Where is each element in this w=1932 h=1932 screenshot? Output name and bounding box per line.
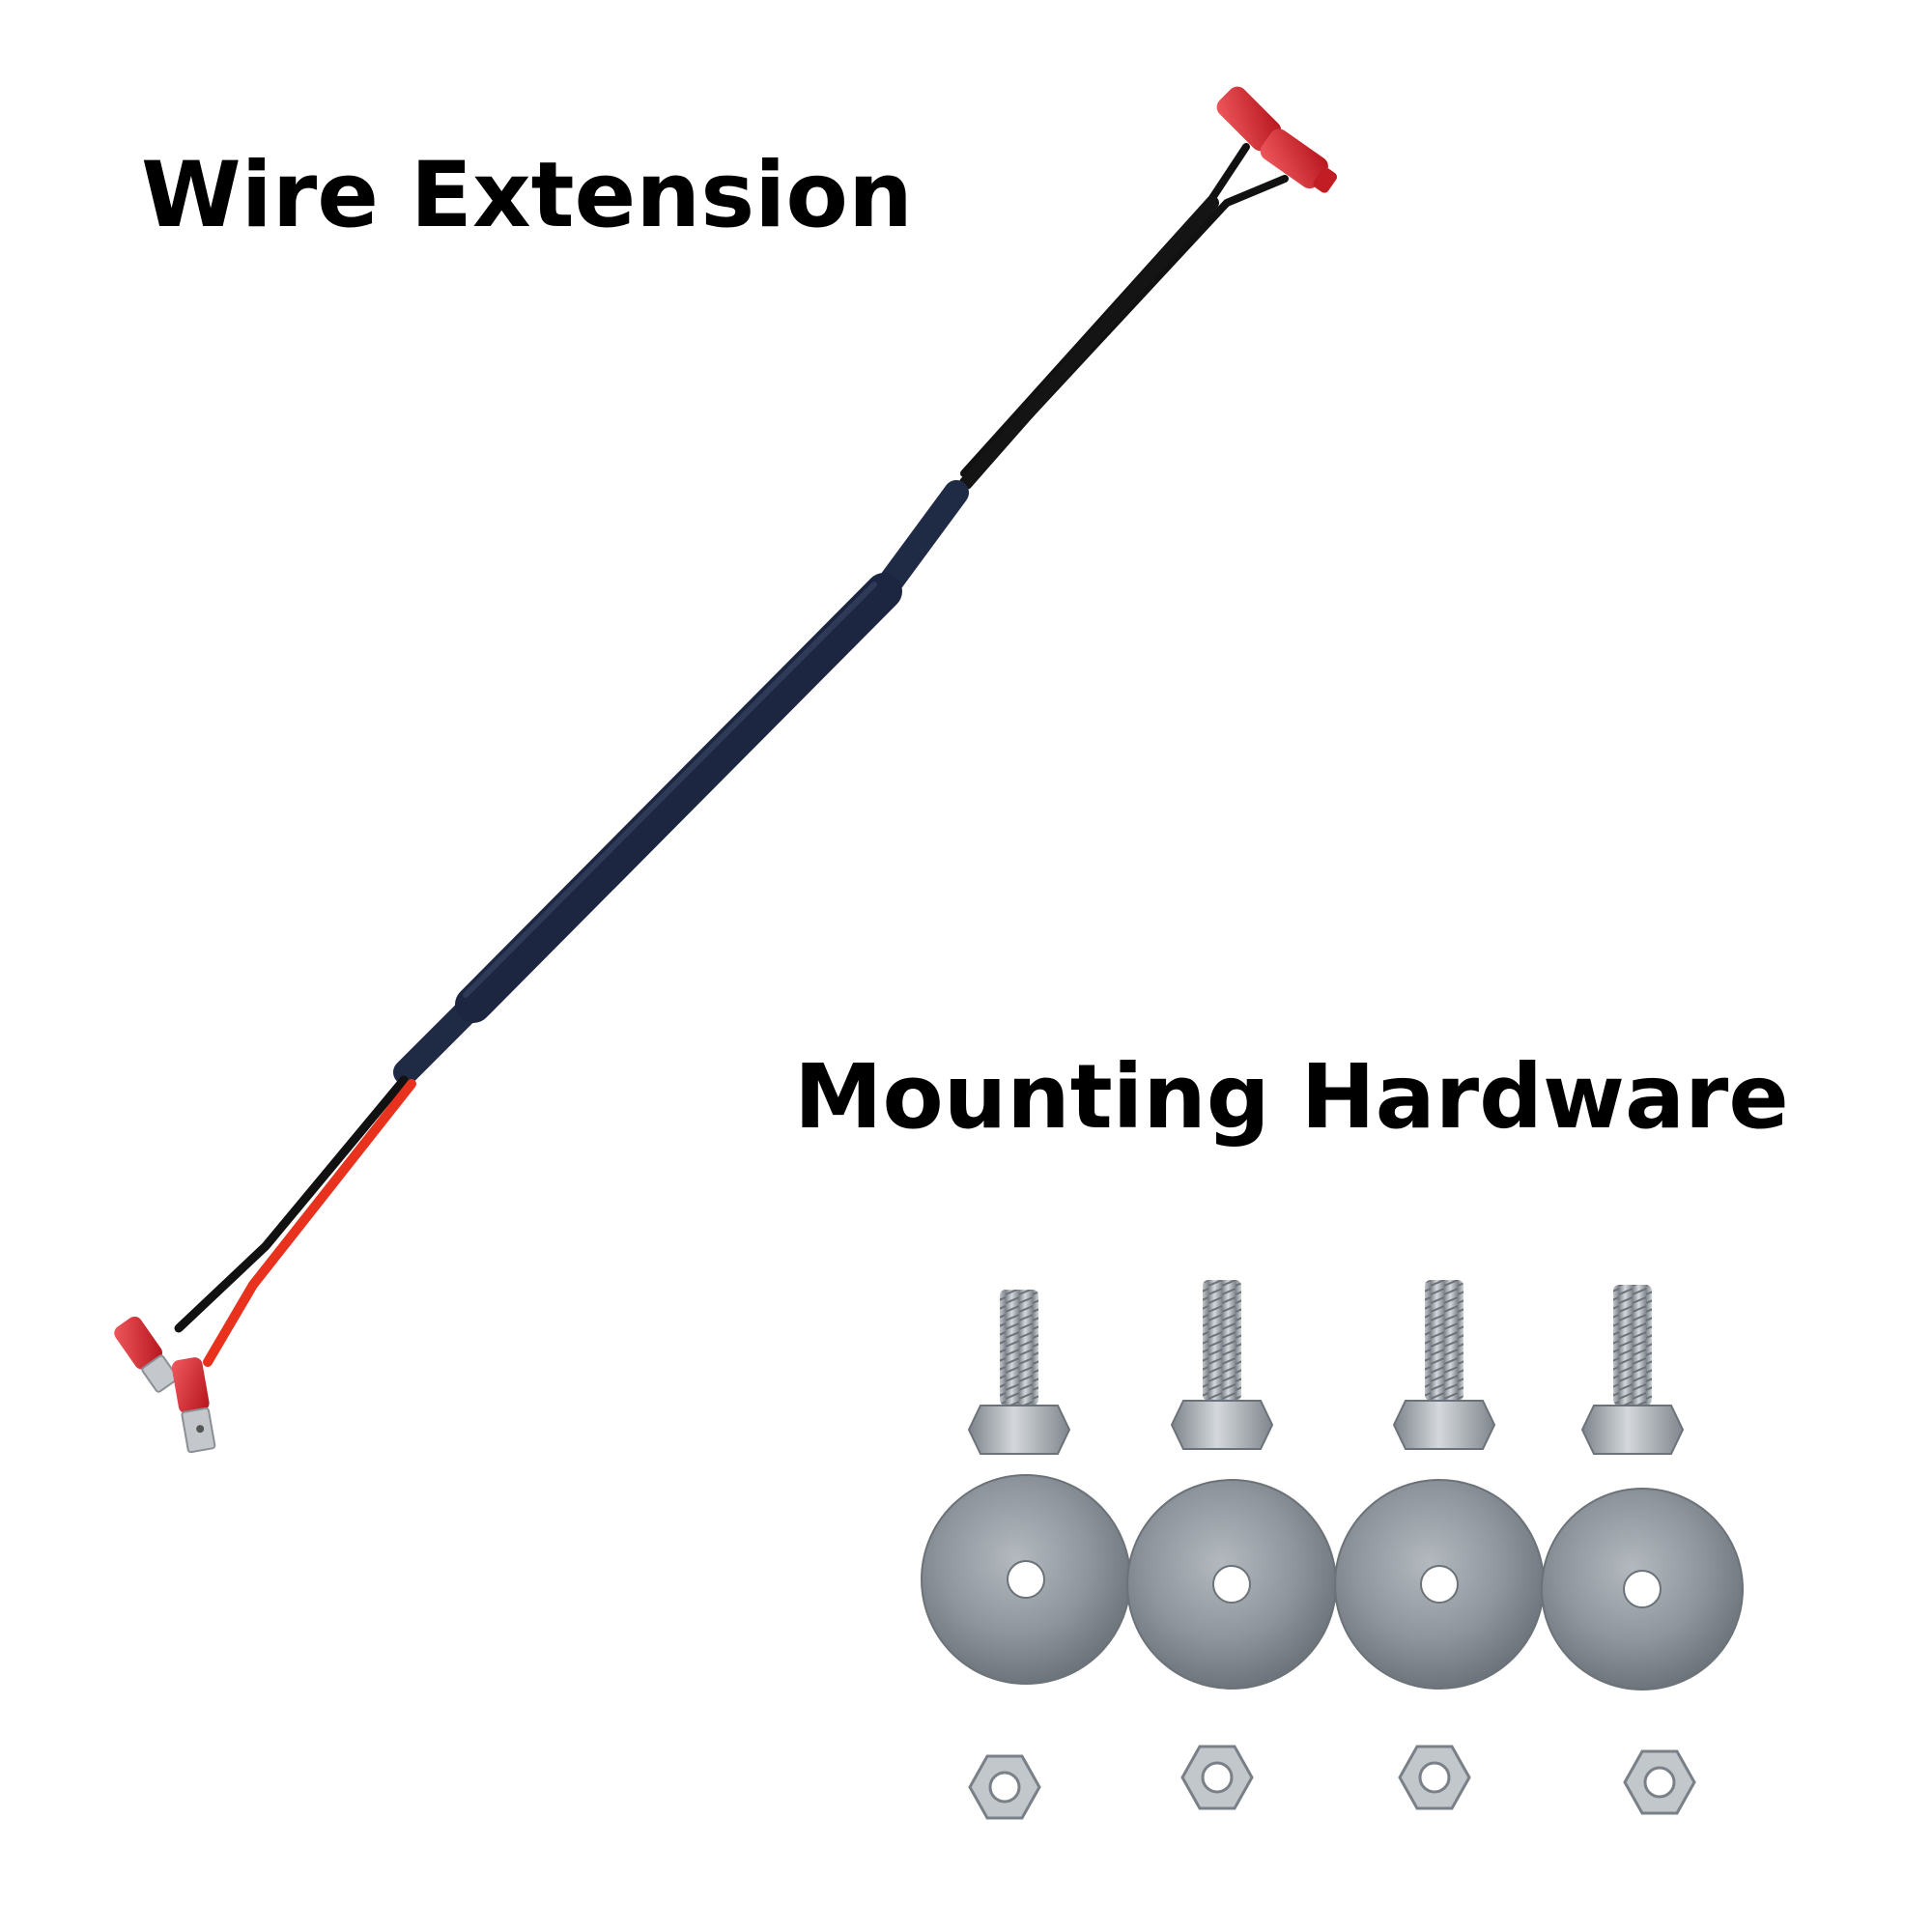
bottom-connector-right (171, 1357, 216, 1454)
bottom-wire-red (203, 1079, 416, 1367)
bolt-3 (1392, 1280, 1496, 1450)
mounting-hardware-label: Mounting Hardware (794, 1045, 1789, 1149)
wire-extension-label: Wire Extension (141, 143, 913, 248)
top-connector-right (1260, 128, 1338, 193)
bottom-connector-left (114, 1316, 179, 1393)
bolt-1 (967, 1290, 1071, 1455)
washer-4 (1541, 1488, 1744, 1690)
washer-1 (921, 1474, 1131, 1685)
nut-4 (1623, 1749, 1696, 1815)
heat-shrink-thick (455, 573, 902, 1023)
mounting-hardware (921, 1280, 1744, 1820)
washer-2 (1126, 1479, 1337, 1690)
washer-3 (1334, 1479, 1545, 1690)
top-wire-left (960, 143, 1250, 477)
wire-extension (114, 86, 1338, 1454)
heat-shrink-highlight (463, 582, 877, 998)
bolt-2 (1170, 1280, 1274, 1450)
nut-1 (968, 1754, 1041, 1820)
bolt-4 (1580, 1285, 1685, 1455)
bottom-wire-black (174, 1075, 409, 1333)
nut-2 (1180, 1745, 1254, 1810)
wire-jacket-upper (959, 196, 1219, 490)
nut-3 (1398, 1745, 1471, 1810)
